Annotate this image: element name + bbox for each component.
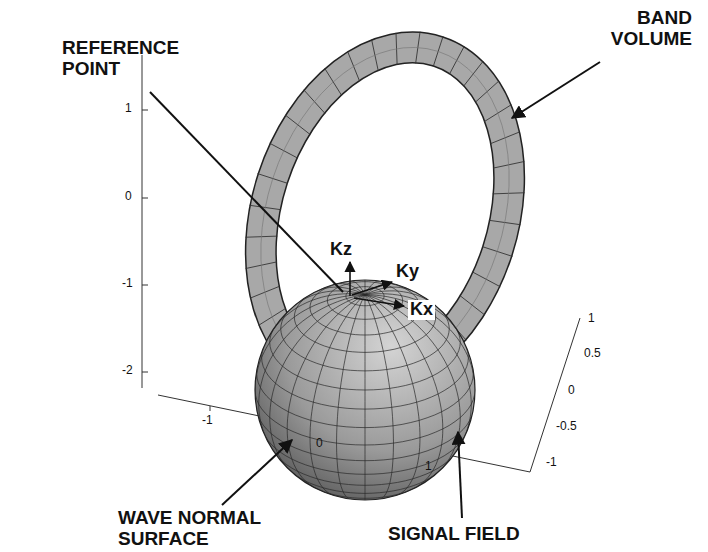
callout-label: SIGNAL FIELD <box>388 524 520 545</box>
grid-line <box>365 295 471 442</box>
grid-line <box>365 295 475 385</box>
tick-number: 1 <box>588 312 595 325</box>
grid-line <box>365 295 394 499</box>
tick-number: 0 <box>316 437 323 450</box>
tick-number: 0 <box>568 384 575 397</box>
tick-number: 0.5 <box>584 347 601 360</box>
grid-line <box>287 295 365 487</box>
grid-line <box>270 294 365 334</box>
grid-line <box>259 295 365 442</box>
tick-number: 1 <box>425 460 432 473</box>
grid-line <box>270 295 365 472</box>
grid-line <box>365 295 443 487</box>
grid-line <box>310 295 365 495</box>
grid-line <box>255 295 365 390</box>
tick-number: -0.5 <box>556 420 577 433</box>
sphere-grid <box>255 280 475 500</box>
grid-line <box>365 280 366 295</box>
callout-label: BAND VOLUME <box>592 8 692 50</box>
callout-label: REFERENCE POINT <box>62 38 194 80</box>
vector-label: Kz <box>330 240 352 260</box>
vector-label: Kx <box>408 300 435 320</box>
band-volume <box>199 0 570 435</box>
grid-line <box>365 295 366 500</box>
grid-line <box>365 294 460 334</box>
tick-number: -1 <box>202 414 213 427</box>
tick-number: 0 <box>125 190 132 203</box>
vector-label: Ky <box>396 262 419 282</box>
tick-number: 1 <box>125 102 132 115</box>
callout-label: WAVE NORMAL SURFACE <box>118 508 283 550</box>
tick-number: -1 <box>122 277 133 290</box>
band-segments <box>199 0 570 435</box>
k-vectors <box>350 262 404 306</box>
leader-lines <box>150 62 600 518</box>
wave-normal-sphere <box>255 280 475 500</box>
tick-number: -2 <box>122 364 133 377</box>
tick-number: -1 <box>546 456 557 469</box>
